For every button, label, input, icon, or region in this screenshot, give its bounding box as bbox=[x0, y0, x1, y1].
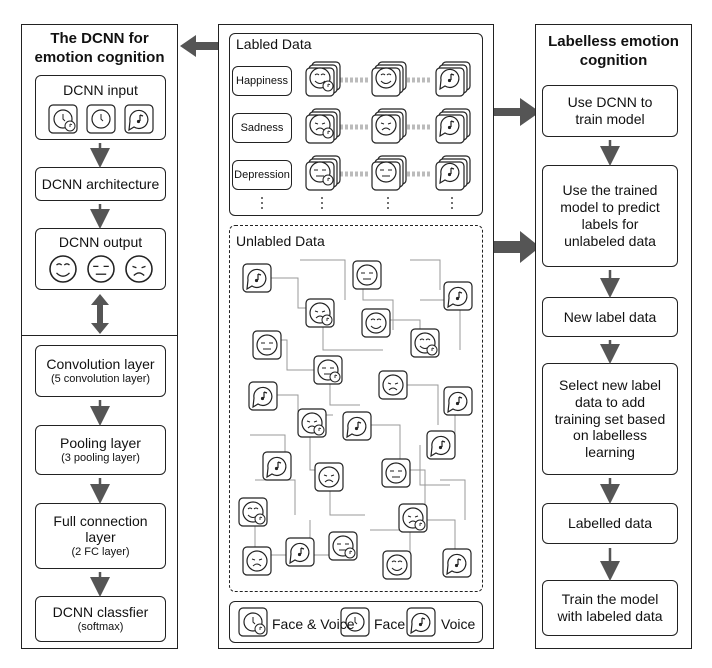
step-1-line2: train model bbox=[575, 111, 645, 127]
step-2-line1: Use the trained bbox=[562, 182, 658, 199]
label-sadness: Sadness bbox=[232, 113, 292, 143]
labeled-data-title: Labled Data bbox=[236, 36, 312, 52]
labelless-title-line2: cognition bbox=[579, 51, 648, 69]
dcnn-architecture-label: DCNN architecture bbox=[41, 175, 160, 192]
labelless-title-line1: Labelless emotion bbox=[548, 33, 679, 50]
dcnn-input-label: DCNN input bbox=[63, 82, 138, 98]
step-predict-labels: Use the trained model to predict labels … bbox=[542, 165, 678, 267]
layer-classifier-detail: (softmax) bbox=[77, 620, 124, 633]
layer-pooling-title: Pooling layer bbox=[60, 435, 141, 451]
step-6-line1: Train the model bbox=[561, 591, 659, 608]
layer-convolution-title: Convolution layer bbox=[46, 356, 155, 372]
step-2-line2: model to predict bbox=[560, 199, 660, 216]
dcnn-title-line2: emotion cognition bbox=[34, 48, 165, 66]
step-4-line4: on labelless bbox=[573, 427, 647, 444]
labelless-panel-title: Labelless emotion cognition bbox=[535, 33, 692, 71]
step-select-new-label: Select new label data to add training se… bbox=[542, 363, 678, 475]
step-4-line5: learning bbox=[585, 444, 635, 461]
layer-classifier: DCNN classfier (softmax) bbox=[35, 596, 166, 642]
layer-fc-title: Full connection bbox=[53, 512, 148, 529]
step-5-line1: Labelled data bbox=[567, 515, 653, 532]
layer-fc-detail: (2 FC layer) bbox=[71, 546, 130, 559]
dcnn-architecture-box: DCNN architecture bbox=[35, 167, 166, 201]
step-1-line1: Use DCNN to bbox=[567, 94, 653, 111]
step-4-line3: training set based bbox=[554, 410, 666, 427]
legend-face-voice: Face & Voice bbox=[272, 616, 355, 632]
dcnn-output-label: DCNN output bbox=[58, 234, 143, 250]
legend-voice: Voice bbox=[441, 616, 476, 632]
step-2-line3: labels for bbox=[581, 216, 639, 232]
label-happiness: Happiness bbox=[232, 66, 292, 96]
step-4-line2: data to add bbox=[574, 393, 646, 410]
layer-convolution: Convolution layer (5 convolution layer) bbox=[35, 345, 166, 397]
step-6-line2: with labeled data bbox=[557, 608, 663, 624]
step-4-line1: Select new label bbox=[559, 377, 661, 393]
unlabeled-data-title: Unlabled Data bbox=[236, 233, 325, 249]
layer-full-connection: Full connection layer (2 FC layer) bbox=[35, 503, 166, 569]
step-2-line4: unlabeled data bbox=[564, 232, 656, 249]
dcnn-title-line1: The DCNN for bbox=[50, 30, 149, 47]
step-train-dcnn: Use DCNN to train model bbox=[542, 85, 678, 137]
label-depression: Depression bbox=[232, 160, 292, 190]
step-3-line1: New label data bbox=[563, 308, 657, 325]
layer-classifier-title: DCNN classfier bbox=[52, 604, 149, 620]
layer-convolution-detail: (5 convolution layer) bbox=[50, 372, 151, 385]
layer-fc-title-2: layer bbox=[85, 529, 116, 546]
layer-pooling-detail: (3 pooling layer) bbox=[61, 451, 140, 464]
dcnn-panel-title: The DCNN for emotion cognition bbox=[21, 30, 178, 68]
legend-face: Face bbox=[374, 616, 406, 632]
